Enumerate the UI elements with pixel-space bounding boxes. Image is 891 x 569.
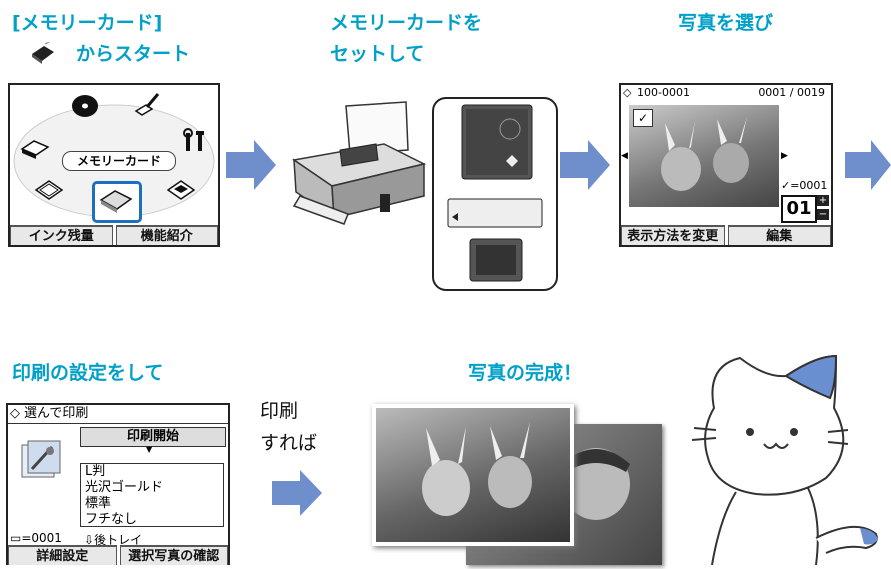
rear-tray-icon: ⇩	[84, 533, 95, 547]
memory-card-icon	[99, 190, 133, 213]
settings-icon	[21, 440, 61, 478]
settings-list[interactable]: L判 光沢ゴールド 標準 フチなし	[80, 463, 224, 527]
next-photo-arrow-icon[interactable]: ▶	[781, 151, 788, 161]
cat-mascot	[691, 354, 878, 565]
step5-line1: 印刷	[260, 400, 299, 422]
pen-icon[interactable]	[132, 91, 162, 117]
copies-label: ✓=0001	[781, 179, 828, 192]
print-softkey-bar: 詳細設定 選択写真の確認	[8, 545, 228, 565]
ink-level-button[interactable]: インク残量	[10, 225, 113, 245]
scanner-icon[interactable]	[20, 135, 50, 161]
paper-size-setting[interactable]: L判	[85, 464, 106, 479]
copies-icon: ✓	[781, 179, 791, 192]
confirm-selected-photos-button[interactable]: 選択写真の確認	[119, 545, 228, 565]
step5-line2: すれば	[260, 432, 318, 454]
paper-source: ⇩後トレイ	[84, 533, 143, 547]
minus-button[interactable]: −	[817, 209, 829, 220]
feature-guide-button[interactable]: 機能紹介	[115, 225, 218, 245]
border-setting[interactable]: フチなし	[85, 512, 138, 527]
arrow-right-icon	[272, 470, 322, 516]
photo-header: ◇ 100-0001 0001 / 0019	[621, 85, 831, 101]
folder-number: 100-0001	[637, 86, 690, 99]
quality-setting[interactable]: 標準	[85, 496, 112, 511]
edit-button[interactable]: 編集	[727, 225, 831, 245]
print-settings-header: ◇ 選んで印刷	[8, 405, 228, 424]
mode-label: メモリーカード	[62, 151, 176, 171]
step3-title: 写真を選び	[678, 12, 774, 34]
photo-select-screen: ◇ 100-0001 0001 / 0019 ✓ ◀ ▶ ✓=0001 01 +…	[619, 83, 833, 247]
card-types-panel	[432, 97, 558, 291]
step4-title: 印刷の設定をして	[12, 362, 164, 384]
arrow-right-icon	[560, 140, 610, 190]
photo-preview[interactable]: ✓	[629, 105, 779, 207]
down-arrow-icon: ▼	[146, 445, 153, 454]
film-icon[interactable]	[34, 177, 64, 203]
folder-icon: ◇	[623, 86, 632, 99]
photo-softkey-bar: 表示方法を変更 編集	[621, 225, 831, 245]
checkmark-icon[interactable]: ✓	[633, 109, 653, 127]
paper-icon: ▭	[10, 531, 22, 545]
print-mode-icon: ◇	[10, 406, 20, 421]
disc-icon[interactable]	[70, 93, 100, 119]
step6-title: 写真の完成！	[468, 362, 583, 384]
media-type-setting[interactable]: 光沢ゴールド	[85, 480, 164, 495]
change-view-button[interactable]: 表示方法を変更	[621, 225, 725, 245]
printed-photo-front	[372, 404, 574, 546]
advanced-settings-button[interactable]: 詳細設定	[8, 545, 117, 565]
copies-value[interactable]: 01	[781, 195, 817, 223]
start-print-button[interactable]: 印刷開始	[80, 427, 226, 447]
step2-subtitle: セットして	[330, 43, 425, 65]
home-softkey-bar: インク残量 機能紹介	[10, 225, 218, 245]
print-settings-screen: ◇ 選んで印刷 印刷開始 ▼ L判 光沢ゴールド 標準 フチなし ▭=0001 …	[6, 403, 230, 565]
arrow-right-icon	[845, 140, 891, 190]
photo-stack-icon[interactable]	[166, 177, 196, 203]
tools-icon[interactable]	[182, 127, 210, 155]
photo-counter: 0001 / 0019	[758, 86, 825, 99]
memory-card-mode-button[interactable]	[92, 181, 142, 223]
arrow-right-icon	[226, 140, 276, 190]
home-screen: メモリーカード インク残量 機能紹介	[8, 83, 220, 247]
sheet-count: ▭=0001	[10, 531, 62, 545]
printer-illustration	[292, 101, 427, 225]
step1-subtitle: からスタート	[76, 43, 191, 65]
print-settings-title: 選んで印刷	[24, 406, 89, 421]
memory-card-mode-icon	[30, 41, 56, 66]
step2-title: メモリーカードを	[330, 12, 483, 34]
memory-card-types	[447, 104, 543, 282]
step1-title: [メモリーカード]	[12, 12, 163, 34]
prev-photo-arrow-icon[interactable]: ◀	[621, 151, 628, 161]
plus-button[interactable]: +	[817, 195, 829, 206]
